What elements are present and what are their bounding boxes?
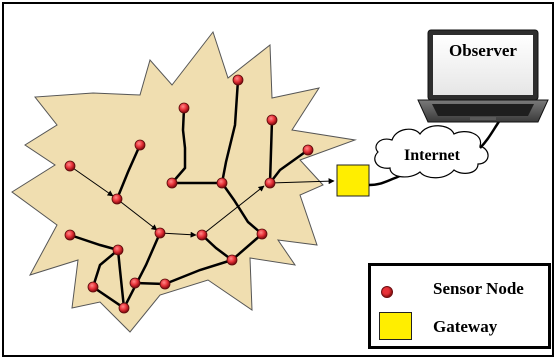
sensor-node <box>87 281 99 293</box>
sensor-node <box>226 254 238 266</box>
internet-cable <box>479 119 502 149</box>
sensor-node <box>256 228 268 240</box>
observer-label: Observer <box>449 41 517 60</box>
sensor-node <box>159 278 171 290</box>
internet-label: Internet <box>404 147 461 164</box>
data-flow-arrows <box>69 165 335 238</box>
sensor-node <box>64 229 76 241</box>
sensor-node <box>154 227 166 239</box>
sensor-node <box>216 177 228 189</box>
sensor-node <box>112 244 124 256</box>
laptop-icon <box>417 29 549 123</box>
sensor-node <box>129 277 141 289</box>
sensor-node <box>166 177 178 189</box>
legend-sensor-node-icon <box>381 286 393 298</box>
sensor-node <box>232 74 244 86</box>
sensor-node <box>302 144 314 156</box>
sensor-node <box>111 193 123 205</box>
sensor-node <box>196 229 208 241</box>
legend: Sensor Node Gateway <box>368 263 551 349</box>
sensor-node <box>264 177 276 189</box>
sensor-node <box>178 102 190 114</box>
legend-sensor-node-label: Sensor Node <box>433 279 524 298</box>
routing-links <box>69 79 309 310</box>
internet-cloud <box>374 125 489 179</box>
sensor-node <box>118 302 130 314</box>
sensor-nodes <box>64 74 314 314</box>
sensor-node <box>266 114 278 126</box>
gateway-square <box>336 164 370 197</box>
legend-gateway-label: Gateway <box>433 317 498 336</box>
sensor-node <box>134 139 146 151</box>
sensor-node <box>64 160 76 172</box>
legend-gateway-icon <box>379 312 412 340</box>
diagram-frame <box>2 2 554 357</box>
